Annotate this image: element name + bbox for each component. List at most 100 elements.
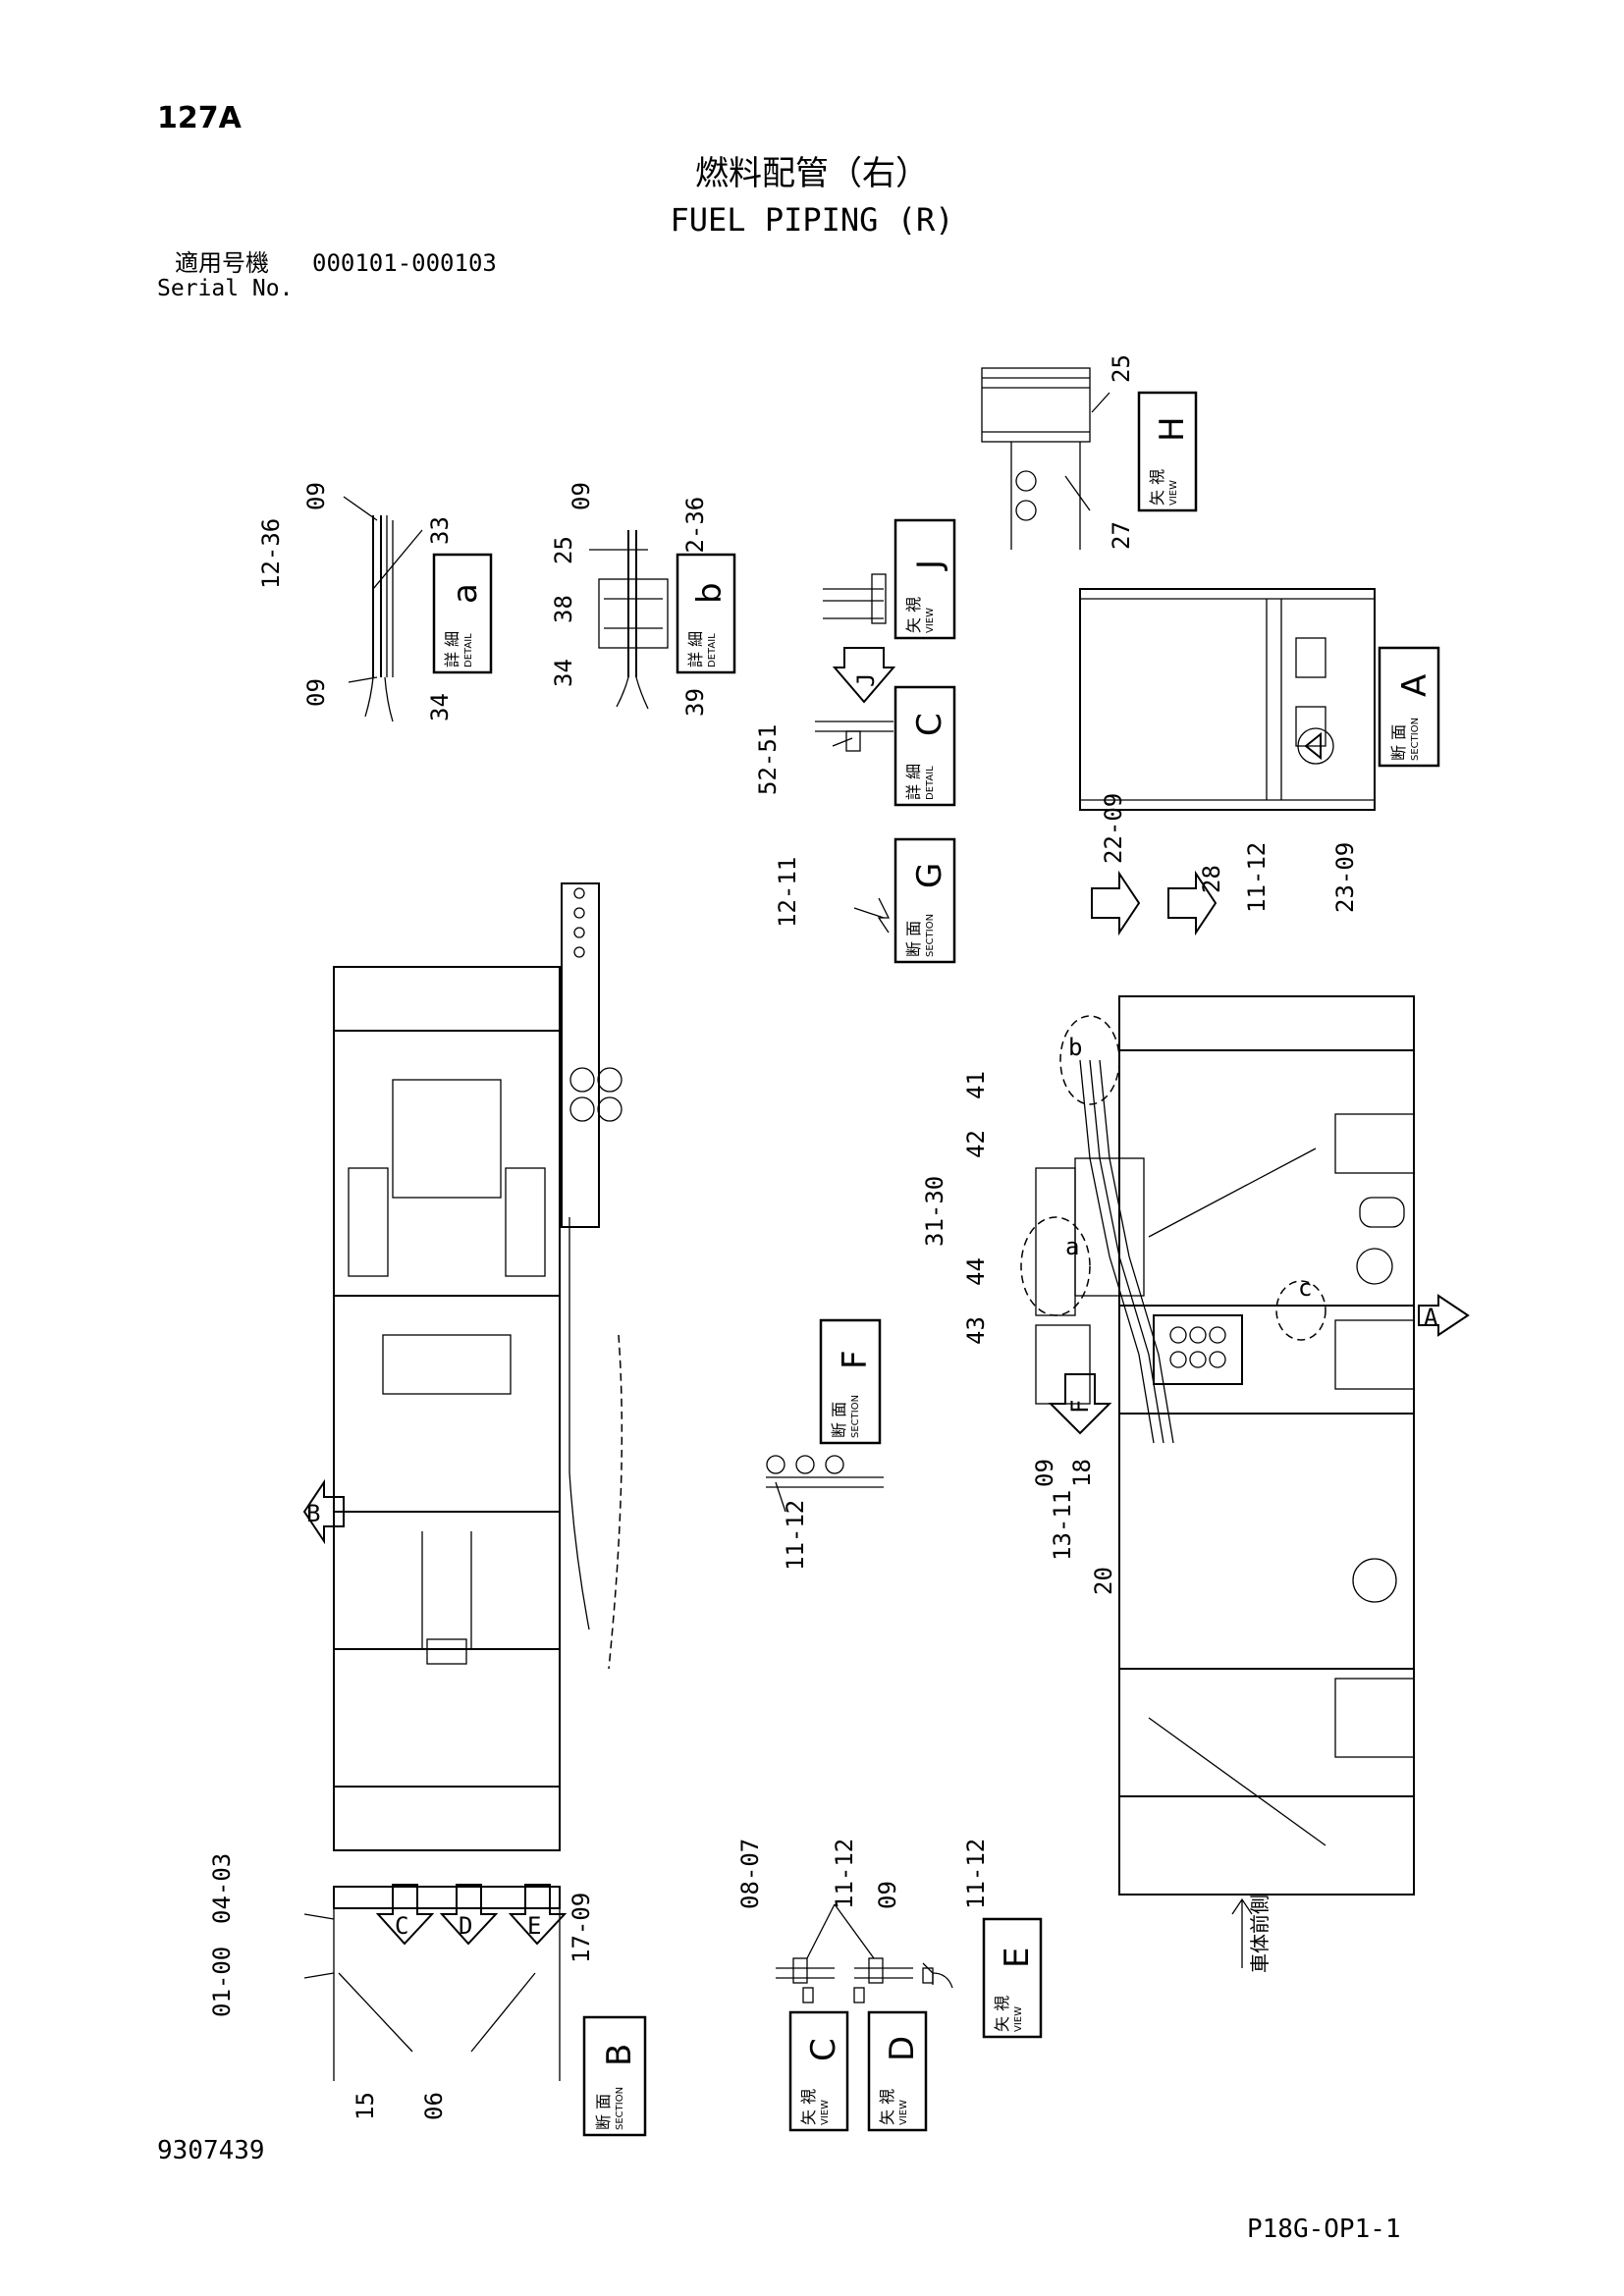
view-label-jp: 詳 細 bbox=[904, 764, 923, 800]
view-label-letter: G bbox=[910, 863, 949, 888]
detail-a-label: a 詳 細 DETAIL bbox=[432, 553, 493, 674]
serial-range: 000101-000103 bbox=[312, 249, 497, 277]
left-main-frame: B bbox=[302, 882, 623, 1851]
view-c-label: C 矢 視 VIEW bbox=[788, 2010, 849, 2132]
callout-42: 42 bbox=[962, 1130, 990, 1158]
view-label-jp: 矢 視 bbox=[799, 2089, 818, 2125]
detail-c-drawing bbox=[815, 721, 893, 752]
callout-01-00: 01-00 bbox=[208, 1947, 236, 2017]
callout-38: 38 bbox=[550, 595, 577, 623]
callout-17-09: 17-09 bbox=[568, 1893, 595, 1963]
callout-27: 27 bbox=[1108, 521, 1135, 550]
callout-31-30: 31-30 bbox=[921, 1176, 948, 1247]
callout-15: 15 bbox=[352, 2092, 379, 2120]
callout-33: 33 bbox=[426, 516, 454, 545]
title-japanese: 燃料配管（右） bbox=[695, 154, 929, 193]
view-j-drawing: J bbox=[823, 573, 896, 704]
section-a-drawing bbox=[1079, 588, 1376, 811]
view-h-label: H 矢 視 VIEW bbox=[1137, 391, 1198, 512]
callout-25-h: 25 bbox=[1108, 354, 1135, 383]
section-g-arrows bbox=[1091, 870, 1218, 936]
callout-34-a: 34 bbox=[426, 693, 454, 721]
serial-label-japanese: 適用号機 bbox=[175, 249, 269, 277]
callout-11-12-c: 11-12 bbox=[831, 1839, 858, 1909]
view-label-letter: C bbox=[910, 713, 949, 736]
view-label-letter: F bbox=[836, 1350, 875, 1369]
view-label-en: SECTION bbox=[1410, 718, 1421, 761]
callout-25-b: 25 bbox=[550, 536, 577, 564]
view-label-letter: b bbox=[690, 582, 730, 604]
section-a-label: A 断 面 SECTION bbox=[1378, 646, 1440, 768]
callout-11-12-e: 11-12 bbox=[962, 1839, 990, 1909]
callout-34-b: 34 bbox=[550, 659, 577, 687]
view-j-label: J 矢 視 VIEW bbox=[893, 518, 956, 640]
callout-08-07: 08-07 bbox=[736, 1839, 764, 1909]
right-main-frame: a b c F A bbox=[1020, 995, 1470, 1896]
detail-c-label: C 詳 細 DETAIL bbox=[893, 685, 956, 807]
callout-12-36-a: 12-36 bbox=[257, 518, 285, 589]
callout-11-12-f: 11-12 bbox=[782, 1500, 809, 1571]
view-label-letter: H bbox=[1153, 416, 1192, 442]
arrow-letter-e: E bbox=[527, 1912, 541, 1940]
view-label-jp: 矢 視 bbox=[904, 597, 923, 633]
view-label-en: SECTION bbox=[925, 914, 936, 957]
view-label-en: DETAIL bbox=[925, 766, 936, 800]
callout-06: 06 bbox=[420, 2092, 448, 2120]
view-label-en: VIEW bbox=[820, 2100, 831, 2125]
page-number: 127A bbox=[157, 101, 242, 135]
arrow-letter-a-small: a bbox=[1065, 1233, 1079, 1260]
view-label-letter: a bbox=[446, 583, 485, 604]
title-english: FUEL PIPING (R) bbox=[670, 201, 954, 239]
section-f-label: F 断 面 SECTION bbox=[819, 1318, 882, 1445]
callout-04-03: 04-03 bbox=[208, 1853, 236, 1924]
arrow-letter-a: A bbox=[1424, 1304, 1438, 1331]
callout-52-51: 52-51 bbox=[754, 724, 782, 795]
view-label-jp: 断 面 bbox=[830, 1402, 848, 1438]
callout-22-09: 22-09 bbox=[1100, 793, 1127, 864]
detail-b-label: b 詳 細 DETAIL bbox=[676, 553, 736, 674]
view-label-jp: 詳 細 bbox=[686, 631, 705, 667]
section-g-label: G 断 面 SECTION bbox=[893, 837, 956, 964]
view-label-en: VIEW bbox=[898, 2100, 909, 2125]
view-label-en: DETAIL bbox=[463, 633, 474, 667]
view-label-letter: J bbox=[910, 560, 949, 571]
arrow-letter-b-small: b bbox=[1068, 1034, 1082, 1061]
callout-09-d: 09 bbox=[874, 1881, 901, 1909]
section-g-drawing bbox=[853, 897, 891, 934]
arrow-letter-c: C bbox=[395, 1912, 408, 1940]
view-label-en: VIEW bbox=[1168, 480, 1179, 506]
callout-09-main: 09 bbox=[1031, 1459, 1058, 1487]
callout-39: 39 bbox=[681, 688, 709, 717]
detail-a-drawing bbox=[343, 496, 423, 722]
view-label-en: VIEW bbox=[1013, 2006, 1024, 2032]
document-number: 9307439 bbox=[157, 2136, 265, 2165]
view-label-jp: 矢 視 bbox=[1148, 469, 1166, 506]
view-label-jp: 断 面 bbox=[904, 921, 923, 957]
callout-11-12-a: 11-12 bbox=[1243, 842, 1271, 913]
detail-b-drawing bbox=[589, 530, 669, 710]
callout-12-11-g: 12-11 bbox=[774, 857, 801, 928]
callout-18: 18 bbox=[1068, 1459, 1096, 1487]
arrow-letter-c-small: c bbox=[1298, 1274, 1312, 1302]
view-label-en: DETAIL bbox=[707, 633, 718, 667]
view-label-jp: 断 面 bbox=[1389, 724, 1408, 761]
arrow-letter-f: F bbox=[1066, 1400, 1094, 1414]
callout-09-a2: 09 bbox=[302, 678, 330, 707]
callout-44: 44 bbox=[962, 1257, 990, 1286]
view-label-letter: C bbox=[804, 2038, 843, 2061]
view-d-label: D 矢 視 VIEW bbox=[867, 2010, 928, 2132]
view-label-en: SECTION bbox=[850, 1395, 861, 1438]
views-cde-drawing bbox=[776, 1903, 953, 2003]
view-label-letter: D bbox=[883, 2036, 922, 2061]
front-direction-note: 車体前側 bbox=[1248, 1895, 1272, 1973]
callout-20: 20 bbox=[1090, 1567, 1117, 1595]
view-h-drawing bbox=[981, 367, 1110, 550]
callout-43: 43 bbox=[962, 1316, 990, 1345]
sheet-reference: P18G-OP1-1 bbox=[1247, 2215, 1401, 2244]
view-label-letter: A bbox=[1395, 674, 1435, 697]
callout-09-a1: 09 bbox=[302, 482, 330, 510]
callout-41: 41 bbox=[962, 1071, 990, 1099]
view-label-en: SECTION bbox=[615, 2087, 625, 2130]
view-e-label: E 矢 視 VIEW bbox=[982, 1917, 1043, 2039]
